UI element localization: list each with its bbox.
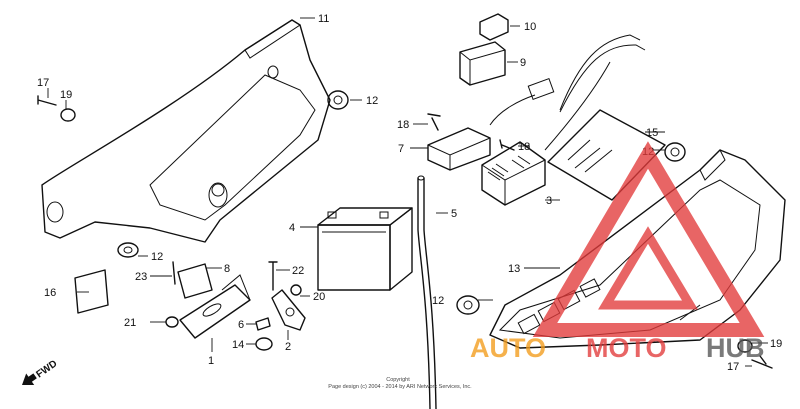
leader-lines xyxy=(47,17,768,367)
wiring-harness xyxy=(489,34,646,151)
nut-20 xyxy=(290,284,302,296)
callout-6: 6 xyxy=(238,319,244,331)
forward-direction-indicator: FWD xyxy=(22,358,59,385)
callout-12: 12 xyxy=(151,251,163,263)
grommet-12-right xyxy=(664,142,686,162)
caution-label xyxy=(547,109,666,201)
label-16 xyxy=(74,269,109,314)
nut-21 xyxy=(165,316,179,328)
callout-16: 16 xyxy=(44,287,56,299)
callout-22: 22 xyxy=(292,265,304,277)
callout-13: 13 xyxy=(508,263,520,275)
grommet-12-left xyxy=(117,242,139,258)
bolt-18-upper xyxy=(427,113,441,131)
battery xyxy=(317,207,413,291)
callout-18: 18 xyxy=(518,141,530,153)
callout-11: 11 xyxy=(318,13,329,25)
starter-relay xyxy=(459,41,506,86)
callout-18: 18 xyxy=(397,119,409,131)
pin-23 xyxy=(172,261,176,285)
automotohub-watermark: AUTO MOTO HUB xyxy=(470,141,765,363)
callout-2: 2 xyxy=(285,341,291,353)
callout-20: 20 xyxy=(313,291,325,303)
callout-12: 12 xyxy=(366,95,378,107)
grommet-12-mid xyxy=(456,295,480,315)
callout-10: 10 xyxy=(524,21,536,33)
callout-23: 23 xyxy=(135,271,147,283)
bolt-18-lower xyxy=(499,139,515,151)
copyright-footer: Copyright Page design (c) 2004 - 2014 by… xyxy=(328,377,472,390)
copyright-line-2: Page design (c) 2004 - 2014 by ARI Netwo… xyxy=(328,384,472,390)
left-side-cover xyxy=(41,19,331,243)
copyright-line-1: Copyright xyxy=(386,377,410,383)
collar-19-left xyxy=(60,108,76,122)
watermark-hub: HUB xyxy=(706,333,765,363)
callout-19: 19 xyxy=(60,89,72,101)
bracket-assembly xyxy=(177,263,251,339)
callout-14: 14 xyxy=(232,339,244,351)
bolt-22 xyxy=(268,261,278,291)
callout-19: 19 xyxy=(770,338,782,350)
bolt-17-left xyxy=(37,95,57,106)
watermark-moto: MOTO xyxy=(586,333,667,363)
watermark-triangle-logo xyxy=(532,141,765,337)
relay-cap xyxy=(479,13,509,41)
collar-19-right xyxy=(737,339,753,353)
battery-breather-tube xyxy=(417,175,437,409)
callout-3: 3 xyxy=(546,195,552,207)
callout-1: 1 xyxy=(208,355,214,367)
callout-5: 5 xyxy=(451,208,457,220)
callout-9: 9 xyxy=(520,57,526,69)
watermark-auto: AUTO xyxy=(470,333,546,363)
callout-17: 17 xyxy=(727,361,739,373)
clip-6 xyxy=(255,317,271,331)
callout-12: 12 xyxy=(432,295,444,307)
regulator-unit xyxy=(427,127,491,171)
grommet-12-upper xyxy=(327,90,349,110)
callout-15: 15 xyxy=(646,127,658,139)
callout-4: 4 xyxy=(289,222,295,234)
callout-8: 8 xyxy=(224,263,230,275)
callout-17: 17 xyxy=(37,77,49,89)
fwd-label: FWD xyxy=(34,358,59,380)
battery-bracket xyxy=(271,289,306,331)
bolt-17-right xyxy=(751,355,773,369)
grommet-14 xyxy=(255,337,273,351)
callout-21: 21 xyxy=(124,317,136,329)
rectifier xyxy=(481,141,546,206)
callout-7: 7 xyxy=(398,143,404,155)
